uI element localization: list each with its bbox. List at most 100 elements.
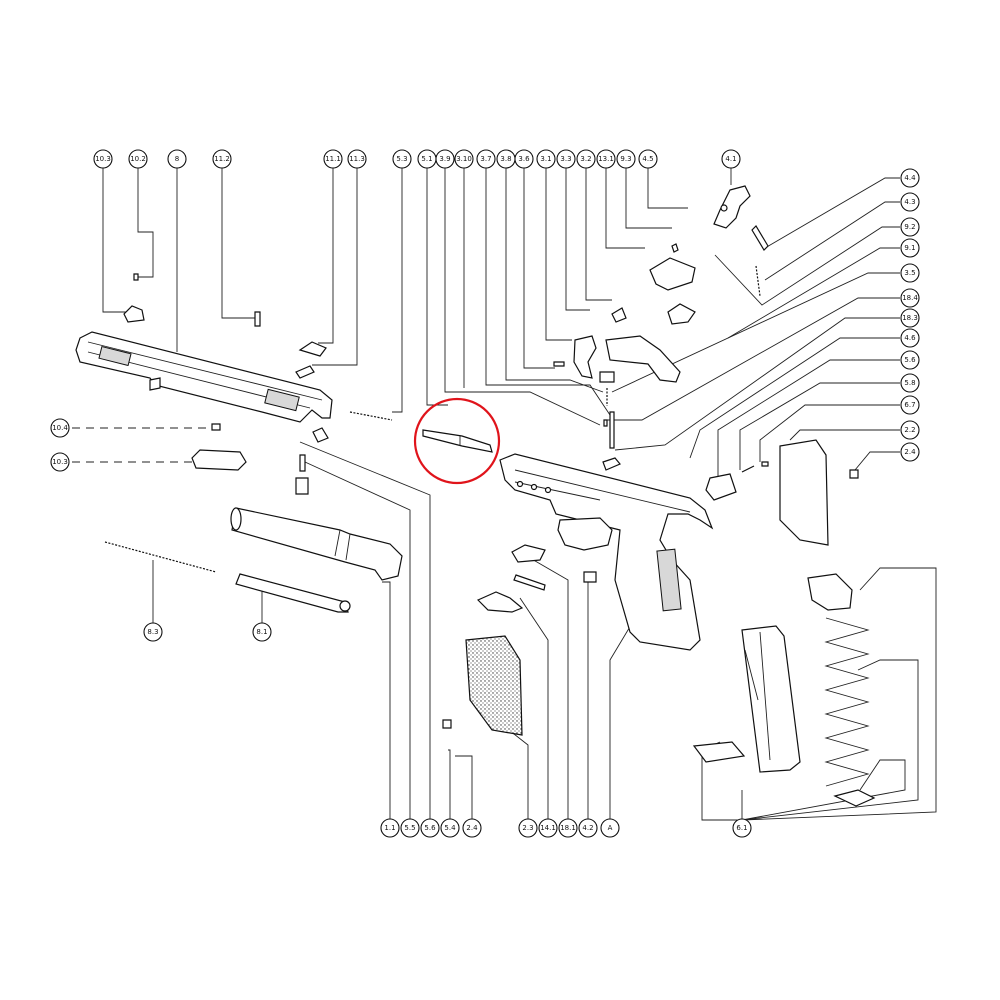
right-label-6-text: 18.3 [902,314,918,322]
bottom-label-2-text: 5.6 [424,824,436,832]
right-label-8-text: 5.6 [904,356,916,364]
barrel-part [230,507,403,581]
right-label-11-text: 2.2 [904,426,915,434]
right-label-2: 9.2 [900,217,920,237]
top-label-1-text: 10.2 [130,155,146,163]
bottom-label-2-circle [420,818,440,838]
guide-rod-part [235,573,351,613]
bottom-label-8-text: 4.2 [582,824,593,832]
top-label-13-circle [536,149,556,169]
top-label-10-circle [476,149,496,169]
recoil-spring-part [104,541,217,573]
right-label-3-text: 9.1 [904,244,915,252]
bottom-label-0-circle [380,818,400,838]
top-label-8-text: 3.9 [439,155,450,163]
top-label-14-circle [556,149,576,169]
bottom-label-7: 18.1 [558,818,578,838]
top-label-8-circle [435,149,455,169]
bottom-label-3: 5.4 [440,818,460,838]
magazine-spring-part [824,617,870,787]
left-label-0: 10.4 [50,418,70,438]
right-label-5: 18.4 [900,288,920,308]
left-bottom-label-1: 8.1 [252,622,272,642]
top-label-6: 5.3 [392,149,412,169]
top-label-1-circle [128,149,148,169]
right-label-7-circle [900,328,920,348]
right-label-9-circle [900,373,920,393]
bottom-label-4-text: 2.4 [466,824,478,832]
right-label-12-circle [900,442,920,462]
left-bottom-label-1-text: 8.1 [256,628,267,636]
left-bottom-label-0: 8.3 [143,622,163,642]
top-label-0-text: 10.3 [95,155,111,163]
bottom-label-9: A [600,818,620,838]
right-label-3: 9.1 [900,238,920,258]
top-label-18-circle [638,149,658,169]
top-label-19: 4.1 [721,149,741,169]
bottom-label-9-circle [600,818,620,838]
top-label-0-circle [93,149,113,169]
top-label-5-text: 11.3 [349,155,365,163]
bottom-label-8: 4.2 [578,818,598,838]
right-label-10-text: 6.7 [904,401,915,409]
top-label-7: 5.1 [417,149,437,169]
top-label-6-text: 5.3 [396,155,407,163]
left-label-1-text: 10.3 [52,458,68,466]
left-bottom-label-0-text: 8.3 [147,628,158,636]
right-label-0-text: 4.4 [904,174,916,182]
bottom-label-6-circle [538,818,558,838]
bottom-label-4: 2.4 [462,818,482,838]
parts [75,185,876,807]
right-label-6-circle [900,308,920,328]
top-label-19-text: 4.1 [725,155,736,163]
bottom-label-7-text: 18.1 [560,824,576,832]
top-label-4: 11.1 [323,149,343,169]
top-label-15-text: 3.2 [580,155,591,163]
left-label-1-circle [50,452,70,472]
right-label-12: 2.4 [900,442,920,462]
top-label-2-text: 8 [175,155,179,163]
right-label-11-circle [900,420,920,440]
top-label-15-circle [576,149,596,169]
bottom-label-1: 5.5 [400,818,420,838]
right-label-12-text: 2.4 [904,448,916,456]
right-label-4-text: 3.5 [904,269,915,277]
magazine-label-circle [732,818,752,838]
bottom-label-1-circle [400,818,420,838]
top-label-17-circle [616,149,636,169]
right-label-0: 4.4 [900,168,920,188]
top-label-3-text: 11.2 [214,155,230,163]
bottom-label-0-text: 1.1 [384,824,395,832]
bottom-label-9-text: A [608,824,613,832]
top-label-18: 4.5 [638,149,658,169]
top-label-16: 13.1 [596,149,616,169]
top-label-2: 8 [167,149,187,169]
right-label-2-text: 9.2 [904,223,915,231]
top-label-7-text: 5.1 [421,155,432,163]
right-label-7-text: 4.6 [904,334,916,342]
top-label-16-circle [596,149,616,169]
top-label-19-circle [721,149,741,169]
bottom-label-6-text: 14.1 [540,824,556,832]
frame-part [499,453,714,651]
right-label-9: 5.8 [900,373,920,393]
magazine-label-text: 6.1 [736,824,747,832]
magazine-label: 6.1 [732,818,752,838]
top-label-1: 10.2 [128,149,148,169]
right-label-4: 3.5 [900,263,920,283]
right-label-0-circle [900,168,920,188]
top-label-9-text: 3.10 [456,155,472,163]
right-grip-panel-part [779,439,829,546]
bottom-label-4-circle [462,818,482,838]
bottom-label-5: 2.3 [518,818,538,838]
right-label-6: 18.3 [900,308,920,328]
top-label-10-text: 3.7 [480,155,491,163]
bottom-label-7-circle [558,818,578,838]
right-label-10-circle [900,395,920,415]
top-label-6-circle [392,149,412,169]
right-label-7: 4.6 [900,328,920,348]
top-label-12: 3.6 [514,149,534,169]
slide-part [75,331,333,423]
